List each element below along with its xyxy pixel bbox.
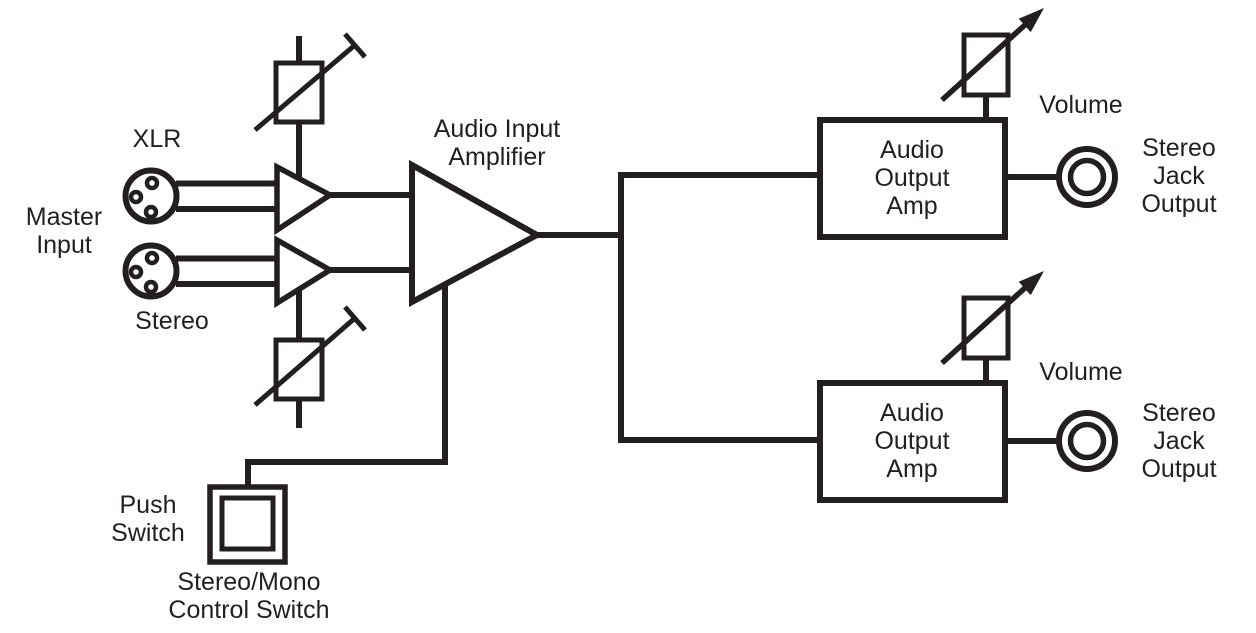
volume-pot-bottom-arrowhead-icon xyxy=(1018,271,1044,296)
volume-bottom-label: Volume xyxy=(1039,358,1123,386)
xlr-connector-2-icon xyxy=(122,242,180,300)
audio-output-amp-top-label: Audio Output Amp xyxy=(874,136,949,220)
wires xyxy=(176,36,1060,489)
stereo-input-label: Stereo xyxy=(135,307,209,335)
audio-input-amplifier-triangle-icon xyxy=(409,159,544,308)
volume-top-label: Volume xyxy=(1039,91,1123,119)
audio-input-amplifier-label-line1: Audio Input xyxy=(433,115,561,143)
channel-amp-2-triangle-icon xyxy=(274,235,336,308)
audio-output-amp-bottom-label-line3: Amp xyxy=(886,455,938,483)
audio-output-amp-bottom-label-line2: Output xyxy=(874,427,950,455)
audio-output-amp-bottom-label: Audio Output Amp xyxy=(874,399,949,483)
audio-output-amp-bottom-label-line1: Audio xyxy=(880,399,944,427)
audio-input-amplifier-label: Audio Input Amplifier xyxy=(434,115,561,171)
audio-output-amp-top-label-line1: Audio xyxy=(880,136,944,164)
stereo-jack-top-icon xyxy=(1056,146,1118,208)
stereo-jack-bottom-label-line2: Jack xyxy=(1153,427,1205,455)
push-switch-icon xyxy=(207,484,288,565)
volume-pot-bottom-icon xyxy=(940,271,1044,366)
control-switch-label: Stereo/Mono Control Switch xyxy=(168,568,329,624)
master-input-label: Master Input xyxy=(26,203,102,259)
xlr-label: XLR xyxy=(132,125,182,153)
push-switch-label-line2: Switch xyxy=(111,519,185,547)
stereo-jack-top-label-line2: Jack xyxy=(1153,162,1205,190)
channel-amp-1-triangle-icon xyxy=(274,162,336,236)
stereo-jack-top-label-line1: Stereo xyxy=(1142,134,1216,162)
wire-switch-to-input-amp xyxy=(245,280,448,489)
wire-split-branch xyxy=(618,172,823,443)
audio-output-amp-top-label-line3: Amp xyxy=(886,192,938,220)
push-switch-label-line1: Push xyxy=(119,491,177,519)
stereo-jack-bottom-label-line3: Output xyxy=(1141,455,1217,483)
master-input-label-line2: Input xyxy=(36,231,92,259)
volume-pot-top-icon xyxy=(940,8,1044,103)
control-switch-label-line2: Control Switch xyxy=(168,596,330,624)
stereo-jack-bottom-icon xyxy=(1056,410,1118,472)
audio-output-amp-top-box xyxy=(817,117,1008,240)
trimmer-resistor-top-icon xyxy=(253,32,367,132)
audio-output-amp-top-label-line2: Output xyxy=(874,164,950,192)
audio-output-amp-bottom-box xyxy=(817,380,1008,503)
audio-input-amplifier-label-line2: Amplifier xyxy=(448,143,546,171)
control-switch-label-line1: Stereo/Mono xyxy=(177,568,321,596)
stereo-jack-top-label: Stereo Jack Output xyxy=(1141,134,1216,218)
stereo-jack-bottom-label-line1: Stereo xyxy=(1142,399,1216,427)
stereo-jack-top-label-line3: Output xyxy=(1141,190,1217,218)
master-input-label-line1: Master xyxy=(25,203,103,231)
stereo-jack-bottom-label: Stereo Jack Output xyxy=(1141,399,1216,483)
trimmer-resistor-bottom-icon xyxy=(253,305,367,407)
push-switch-label: Push Switch xyxy=(111,491,185,547)
xlr-connector-1-icon xyxy=(122,167,180,225)
volume-pot-top-arrowhead-icon xyxy=(1018,8,1044,33)
